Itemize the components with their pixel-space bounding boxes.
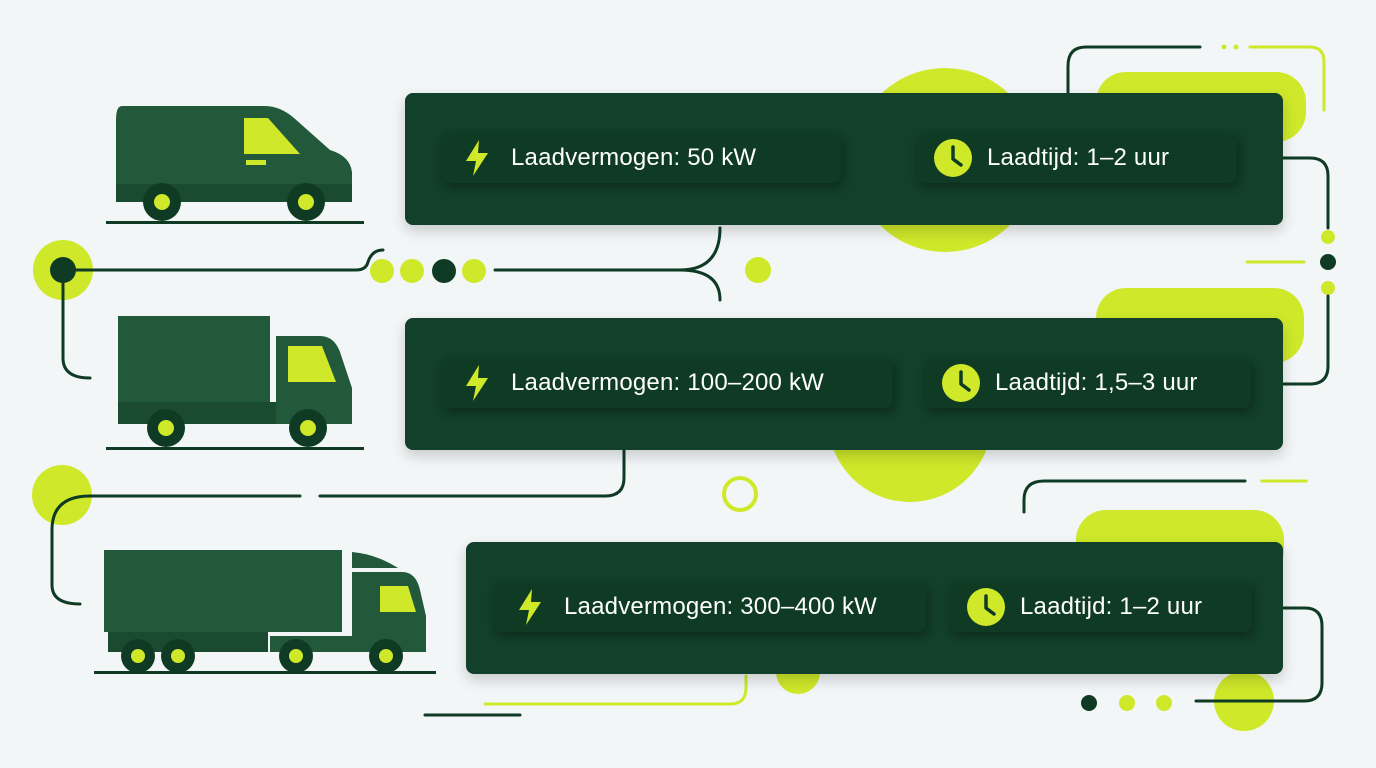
dark-dot [1081, 695, 1097, 711]
lime-dot [745, 257, 771, 283]
dark-connector [1281, 156, 1330, 230]
lime-dot [1321, 281, 1335, 295]
lime-dot [1156, 695, 1172, 711]
clock-icon [933, 138, 973, 178]
dark-connector [61, 268, 92, 380]
dark-dot [1320, 254, 1336, 270]
dark-connector [678, 268, 722, 302]
lime-dot [1233, 44, 1239, 50]
lime-dot [462, 259, 486, 283]
charging-panel-semi-truck: Laadvermogen: 300–400 kW Laadtijd: 1–2 u… [466, 542, 1283, 674]
lime-connector [483, 674, 748, 706]
dark-connector [1066, 45, 1202, 94]
dark-connector [50, 494, 302, 606]
dark-connector [318, 448, 626, 498]
power-pill: Laadvermogen: 50 kW [441, 133, 841, 183]
lime-dot [370, 259, 394, 283]
semi-truck-icon [94, 550, 436, 674]
power-pill: Laadvermogen: 100–200 kW [441, 358, 893, 408]
lime-dot [1221, 44, 1227, 50]
charging-panel-box-truck: Laadvermogen: 100–200 kW Laadtijd: 1,5–3… [405, 318, 1283, 450]
dark-connector [1281, 294, 1330, 386]
lime-dot [400, 259, 424, 283]
dark-connector [1022, 479, 1247, 514]
lightning-icon [510, 587, 550, 627]
time-label: Laadtijd: 1–2 uur [1020, 593, 1203, 620]
power-pill: Laadvermogen: 300–400 kW [494, 582, 926, 632]
dark-connector [1194, 606, 1324, 703]
dark-connector [61, 248, 385, 272]
time-pill: Laadtijd: 1,5–3 uur [925, 358, 1251, 408]
time-label: Laadtijd: 1,5–3 uur [995, 369, 1198, 396]
power-label: Laadvermogen: 300–400 kW [564, 593, 878, 620]
clock-icon [941, 363, 981, 403]
time-pill: Laadtijd: 1–2 uur [950, 582, 1252, 632]
power-label: Laadvermogen: 50 kW [511, 144, 757, 171]
lime-blob [32, 465, 92, 525]
lime-connector [1248, 45, 1326, 112]
dark-dot [432, 259, 456, 283]
charging-panel-van: Laadvermogen: 50 kW Laadtijd: 1–2 uur [405, 93, 1283, 225]
lime-dot [1321, 230, 1335, 244]
box-truck-icon [106, 316, 364, 450]
lime-dot [1119, 695, 1135, 711]
clock-icon [966, 587, 1006, 627]
power-label: Laadvermogen: 100–200 kW [511, 369, 825, 396]
dark-connector [493, 226, 722, 272]
time-label: Laadtijd: 1–2 uur [987, 144, 1170, 171]
lightning-icon [457, 138, 497, 178]
lime-ring [722, 476, 758, 512]
lightning-icon [457, 363, 497, 403]
time-pill: Laadtijd: 1–2 uur [917, 133, 1237, 183]
van-icon [106, 106, 364, 224]
